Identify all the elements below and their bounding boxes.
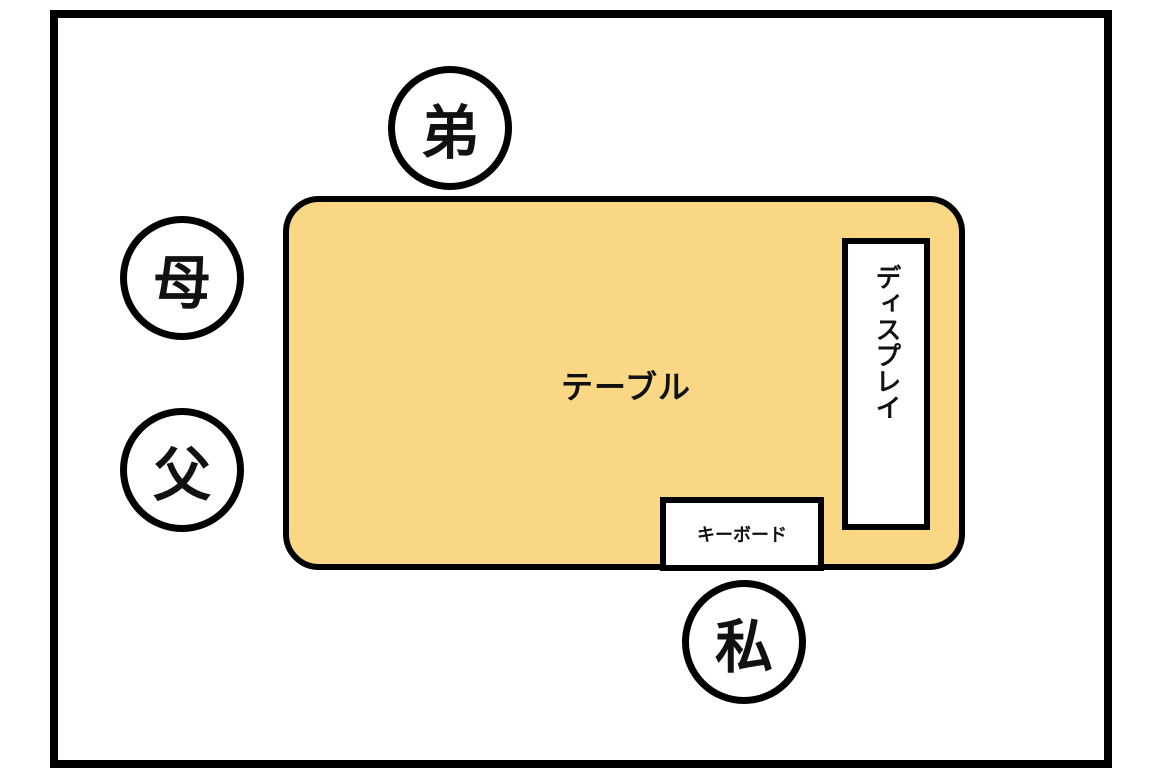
person-father-label: 父 <box>152 441 211 509</box>
person-father: 父 <box>120 408 244 532</box>
display-label: ディスプレイ <box>871 264 901 420</box>
person-mother: 母 <box>120 216 244 340</box>
keyboard-box: キーボード <box>660 497 824 571</box>
table-label: テーブル <box>560 368 692 406</box>
person-brother-label: 弟 <box>420 99 479 167</box>
person-brother: 弟 <box>388 66 512 190</box>
person-me-label: 私 <box>714 613 773 681</box>
keyboard-label: キーボード <box>697 525 787 546</box>
person-me: 私 <box>682 580 806 704</box>
person-mother-label: 母 <box>152 249 211 317</box>
display-shape <box>842 238 930 530</box>
